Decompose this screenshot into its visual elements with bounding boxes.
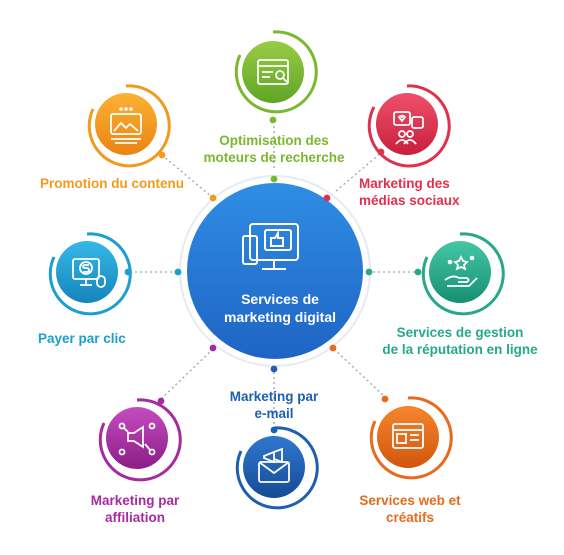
label-reputation-line2: de la réputation en ligne — [382, 342, 538, 357]
social-media-icon — [393, 111, 424, 145]
label-content: Promotion du contenu — [40, 175, 184, 192]
label-reputation: Services de gestion de la réputation en … — [362, 324, 558, 358]
label-affiliate: Marketing par affiliation — [70, 492, 200, 526]
label-web: Services web et créatifs — [345, 492, 475, 526]
connector-dots — [174, 175, 373, 373]
megaphone-network-icon — [118, 422, 156, 456]
dot-web — [329, 344, 337, 352]
image-document-icon — [110, 107, 142, 144]
label-ppc: Payer par clic — [38, 330, 126, 347]
node-content — [87, 84, 171, 168]
label-social-line1: Marketing des — [359, 176, 450, 191]
dot-affiliate — [209, 344, 217, 352]
connector-social — [335, 151, 383, 192]
hub-title: Services de marketing digital — [195, 290, 365, 326]
label-seo-line2: moteurs de recherche — [203, 150, 345, 165]
dot-social — [323, 194, 331, 202]
label-affiliate-line1: Marketing par — [90, 493, 180, 508]
hub-title-line1: Services de — [241, 291, 319, 307]
label-ppc-line1: Payer par clic — [38, 331, 126, 346]
node-reputation — [414, 232, 505, 316]
label-social-line2: médias sociaux — [359, 193, 460, 208]
label-seo: Optimisation des moteurs de recherche — [194, 132, 354, 166]
label-social: Marketing des médias sociaux — [359, 175, 460, 209]
search-browser-icon — [257, 59, 289, 85]
label-email: Marketing par e-mail — [209, 388, 339, 422]
node-ppc — [48, 232, 132, 316]
dollar-monitor-click-icon — [72, 258, 106, 288]
dot-email — [270, 365, 278, 373]
node-affiliate — [98, 397, 182, 482]
hand-stars-icon — [444, 254, 478, 287]
node-web — [369, 395, 453, 480]
label-email-line1: Marketing par — [229, 389, 319, 404]
computer-thumbs-up-icon — [242, 223, 299, 270]
label-web-line2: créatifs — [385, 510, 435, 525]
envelope-megaphone-icon — [258, 447, 290, 483]
label-reputation-line1: Services de gestion — [396, 325, 524, 340]
dot-reputation — [365, 268, 373, 276]
label-seo-line1: Optimisation des — [219, 133, 329, 148]
label-email-line2: e-mail — [254, 406, 294, 421]
web-window-icon — [392, 423, 424, 449]
dot-seo — [270, 175, 278, 183]
hub-node — [179, 175, 371, 367]
node-email — [235, 426, 319, 510]
hub-title-line2: marketing digital — [223, 309, 337, 325]
connector-affiliate — [159, 348, 214, 401]
label-content-line1: Promotion du contenu — [40, 176, 184, 191]
node-social — [367, 84, 451, 168]
node-seo — [234, 30, 318, 124]
connector-content — [161, 154, 214, 199]
connector-web — [333, 348, 386, 398]
label-web-line1: Services web et — [359, 493, 461, 508]
dot-content — [209, 194, 217, 202]
dot-ppc — [174, 268, 182, 276]
label-affiliate-line2: affiliation — [105, 510, 165, 525]
connectors — [128, 124, 418, 430]
